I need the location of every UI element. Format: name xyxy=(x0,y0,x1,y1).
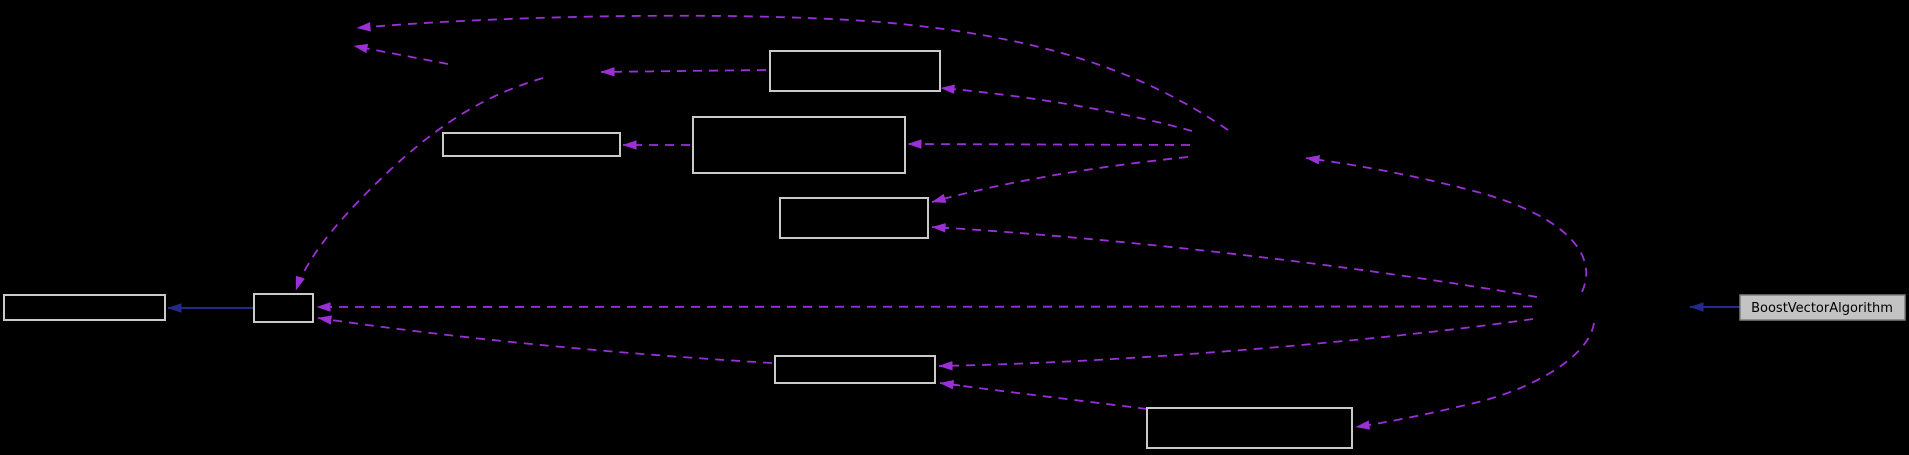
edge-nodeD-to-lowerMidBox xyxy=(938,318,1534,371)
edge-nodeD-to-nodeC xyxy=(1305,155,1588,293)
node-top-box[interactable] xyxy=(769,50,941,92)
main-node-rect xyxy=(1739,294,1906,321)
edge-bottomBox-to-lowerMidBox-head xyxy=(939,380,961,390)
node-large-box[interactable] xyxy=(692,116,906,174)
edge-lowerMidBox-to-smallBox xyxy=(317,315,773,364)
node-small-box[interactable] xyxy=(253,293,314,323)
edge-nodeC-to-nodeA xyxy=(356,14,1229,131)
edge-nodeC-to-largeBox xyxy=(907,139,1191,149)
edge-nodeC-to-topBox xyxy=(940,84,1193,132)
main-node-label: BoostVectorAlgorithm xyxy=(1751,301,1893,316)
node-mid-box[interactable] xyxy=(779,197,929,239)
edge-nodeC-to-midBox xyxy=(931,156,1189,203)
node-bottom-box[interactable] xyxy=(1146,407,1353,449)
edge-nodeD-to-bottomBox xyxy=(1355,322,1595,430)
graph-nodes: BoostVectorAlgorithm xyxy=(3,50,1906,449)
node-boost-vector-algorithm: BoostVectorAlgorithm xyxy=(1739,294,1906,321)
edge-nodeD-to-midBox xyxy=(931,223,1538,298)
node-left-box[interactable] xyxy=(3,294,166,321)
node-mid-left-box[interactable] xyxy=(442,132,621,157)
edge-nodeB-to-nodeA xyxy=(353,43,449,65)
edge-topBox-to-nodeB xyxy=(600,67,767,77)
edge-bottomBox-to-lowerMidBox xyxy=(939,382,1148,410)
edge-nodeD-to-smallBox xyxy=(316,302,1533,312)
edge-nodeB-to-smallBox xyxy=(295,77,544,291)
graph-edges xyxy=(167,14,1740,430)
node-lower-mid-box[interactable] xyxy=(774,355,936,384)
